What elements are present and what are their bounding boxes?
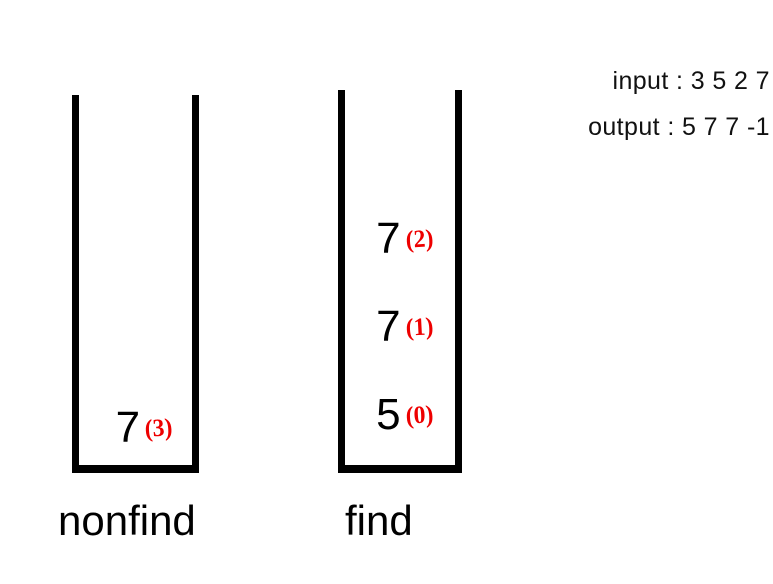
io-info-block: input : 3 5 2 7 output : 5 7 7 -1: [508, 58, 770, 150]
stack-nonfind: 7 (3): [72, 95, 199, 473]
stack-item-index-annotation: (3): [144, 413, 174, 443]
stack-item-value: 5: [376, 390, 401, 439]
stack-items-nonfind: 7 (3): [72, 397, 199, 465]
stack-item: 7 (1): [338, 283, 462, 371]
stack-item: 5 (0): [338, 371, 462, 459]
stack-item: 7 (3): [72, 397, 199, 459]
stack-item: 7 (2): [338, 195, 462, 283]
stack-item-index-annotation: (2): [404, 224, 434, 254]
stack-container-walls: [338, 90, 462, 473]
input-line: input : 3 5 2 7: [612, 67, 770, 95]
stack-container-walls: [72, 95, 199, 473]
stack-items-find: 5 (0) 7 (1) 7 (2): [338, 195, 462, 465]
stack-item-value: 7: [376, 302, 401, 351]
stack-find: 5 (0) 7 (1) 7 (2): [338, 90, 462, 473]
stack-item-index-annotation: (1): [404, 312, 434, 342]
stack-label-nonfind: nonfind: [58, 497, 196, 544]
stack-item-index-annotation: (0): [404, 400, 434, 430]
output-line: output : 5 7 7 -1: [588, 113, 770, 141]
stack-label-find: find: [345, 497, 413, 544]
stack-item-value: 7: [115, 403, 141, 452]
stack-item-value: 7: [376, 214, 401, 263]
